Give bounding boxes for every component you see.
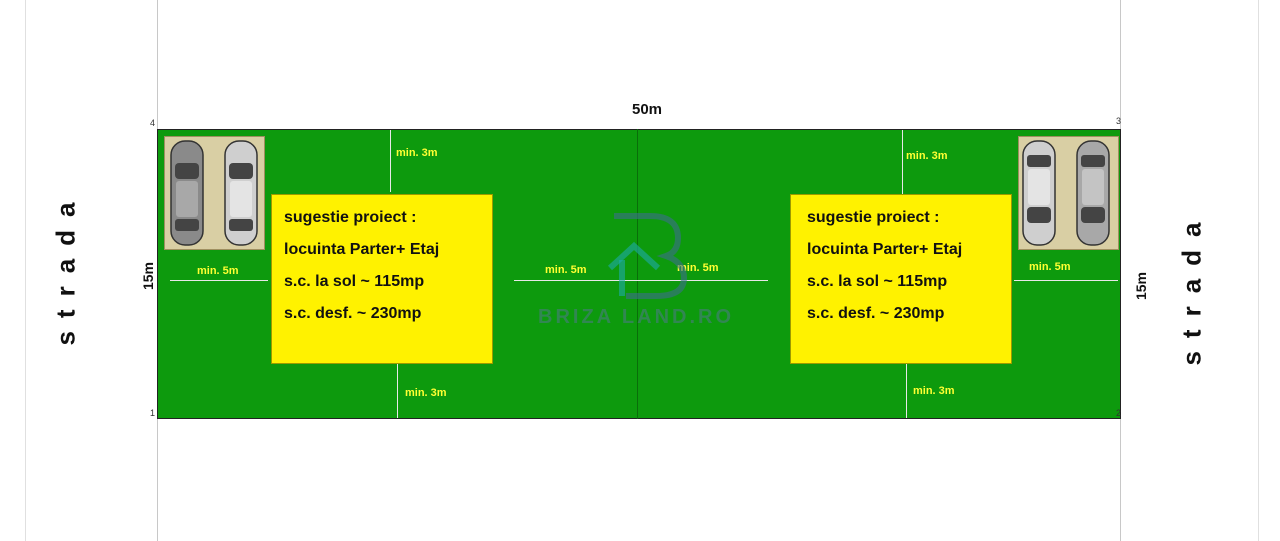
far-left-line: [25, 0, 26, 541]
setback-line: [397, 364, 398, 418]
setback-label: min. 5m: [197, 265, 239, 277]
parking-area-right: [1018, 136, 1119, 250]
ground-area: s.c. la sol ~ 115mp: [807, 273, 948, 290]
setback-line: [906, 364, 907, 418]
project-title: sugestie proiect :: [284, 209, 417, 226]
parking-area-left: [164, 136, 265, 250]
house-type: locuinta Parter+ Etaj: [284, 241, 440, 258]
setback-line: [170, 280, 268, 281]
width-dimension-right: 15m: [1133, 271, 1150, 301]
car-icon: [170, 140, 204, 246]
house-type: locuinta Parter+ Etaj: [807, 241, 963, 258]
house-suggestion-right: sugestie proiect : locuinta Parter+ Etaj…: [790, 194, 1012, 364]
car-icon: [224, 140, 258, 246]
setback-label: min. 3m: [396, 147, 438, 159]
setback-line: [514, 280, 768, 281]
street-label-left: strada: [50, 189, 81, 346]
briza-logo-icon: [607, 213, 688, 299]
lot-divider: [637, 129, 638, 419]
corner-marker: 1: [150, 408, 156, 418]
setback-label: min. 5m: [677, 262, 719, 274]
car-icon: [1022, 140, 1056, 246]
far-right-line: [1258, 0, 1259, 541]
street-label-right: strada: [1176, 209, 1207, 366]
total-area: s.c. desf. ~ 230mp: [284, 305, 422, 322]
corner-marker: 2: [1116, 408, 1122, 418]
ground-area: s.c. la sol ~ 115mp: [284, 273, 425, 290]
setback-label: min. 5m: [1029, 261, 1071, 273]
setback-label: min. 3m: [913, 385, 955, 397]
project-title: sugestie proiect :: [807, 209, 940, 226]
setback-label: min. 3m: [405, 387, 447, 399]
corner-marker: 3: [1116, 116, 1122, 126]
setback-line: [1014, 280, 1118, 281]
length-dimension: 50m: [632, 101, 663, 118]
setback-line: [902, 130, 903, 194]
setback-line: [390, 130, 391, 192]
corner-marker: 4: [150, 118, 156, 128]
setback-label: min. 3m: [906, 150, 948, 162]
car-icon: [1076, 140, 1110, 246]
watermark-text: BRIZA LAND.RO: [538, 306, 735, 328]
house-suggestion-left: sugestie proiect : locuinta Parter+ Etaj…: [271, 194, 493, 364]
total-area: s.c. desf. ~ 230mp: [807, 305, 945, 322]
width-dimension-left: 15m: [140, 261, 157, 291]
setback-label: min. 5m: [545, 264, 587, 276]
